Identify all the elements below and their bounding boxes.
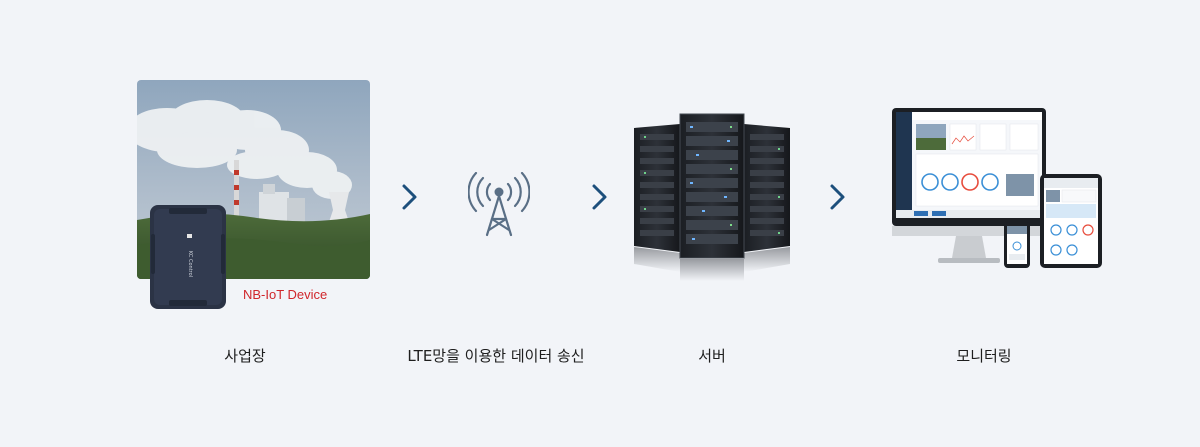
chevron-right-icon — [402, 184, 417, 210]
step-caption-site: 사업장 — [224, 347, 266, 365]
antenna-tower-icon — [468, 172, 530, 237]
monitoring-devices-image — [892, 108, 1102, 268]
step-caption-lte: LTE망을 이용한 데이터 송신 — [407, 347, 585, 365]
chevron-right-icon — [592, 184, 607, 210]
nb-iot-device-image: KC Control — [149, 204, 227, 310]
chevron-right-icon — [830, 184, 845, 210]
svg-text:KC Control: KC Control — [187, 251, 193, 277]
device-label: NB-IoT Device — [243, 287, 328, 302]
server-racks-image — [634, 113, 790, 281]
step-caption-monitoring: 모니터링 — [956, 347, 1012, 365]
factory-photo — [137, 80, 370, 279]
step-caption-server: 서버 — [698, 347, 726, 365]
